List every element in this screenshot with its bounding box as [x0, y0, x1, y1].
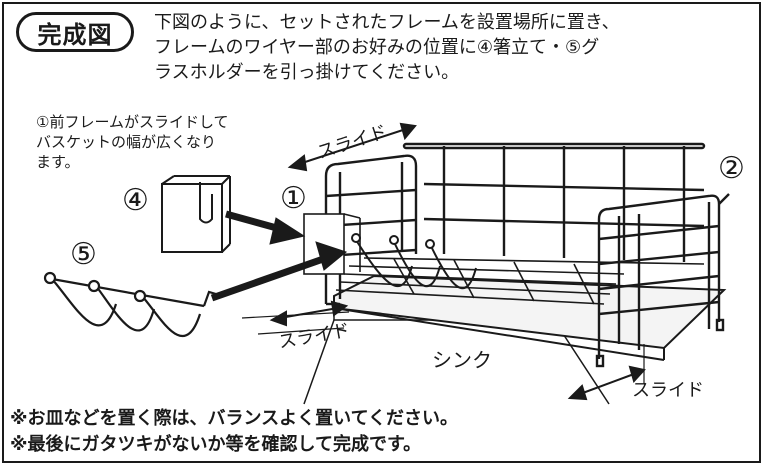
- glass-holder-part: [43, 271, 217, 338]
- part-number-5: ⑤: [70, 237, 97, 272]
- right-side-frame: [595, 193, 730, 368]
- mounted-glass-holder: [351, 233, 477, 290]
- slide-arrows: [269, 122, 646, 401]
- chopstick-holder-part: [161, 175, 231, 253]
- completed-diagram-badge: 完成図: [16, 12, 134, 52]
- drain-tray: [333, 274, 727, 361]
- dish-rack-illustration: [43, 122, 730, 405]
- caution-note-1: ※お皿などを置く際は、バランスよく置いてください。: [10, 408, 459, 429]
- caution-note-2: ※最後にガタツキがないか等を確認して完成です。: [10, 434, 422, 455]
- insert-arrows: [210, 210, 348, 302]
- slide-label-right: スライド: [632, 380, 704, 401]
- part-number-1: ①: [280, 181, 307, 216]
- part-number-2: ②: [718, 151, 745, 186]
- basket-floor: [335, 257, 705, 305]
- part-number-4: ④: [122, 183, 149, 218]
- instruction-text: 下図のように、セットされたフレームを設置場所に置き、 フレームのワイヤー部のお好…: [154, 12, 620, 83]
- front-frame-note: ①前フレームがスライドして バスケットの幅が広くなり ます。: [36, 113, 229, 171]
- back-frame: [402, 142, 706, 262]
- sink-label: シンク: [432, 348, 492, 372]
